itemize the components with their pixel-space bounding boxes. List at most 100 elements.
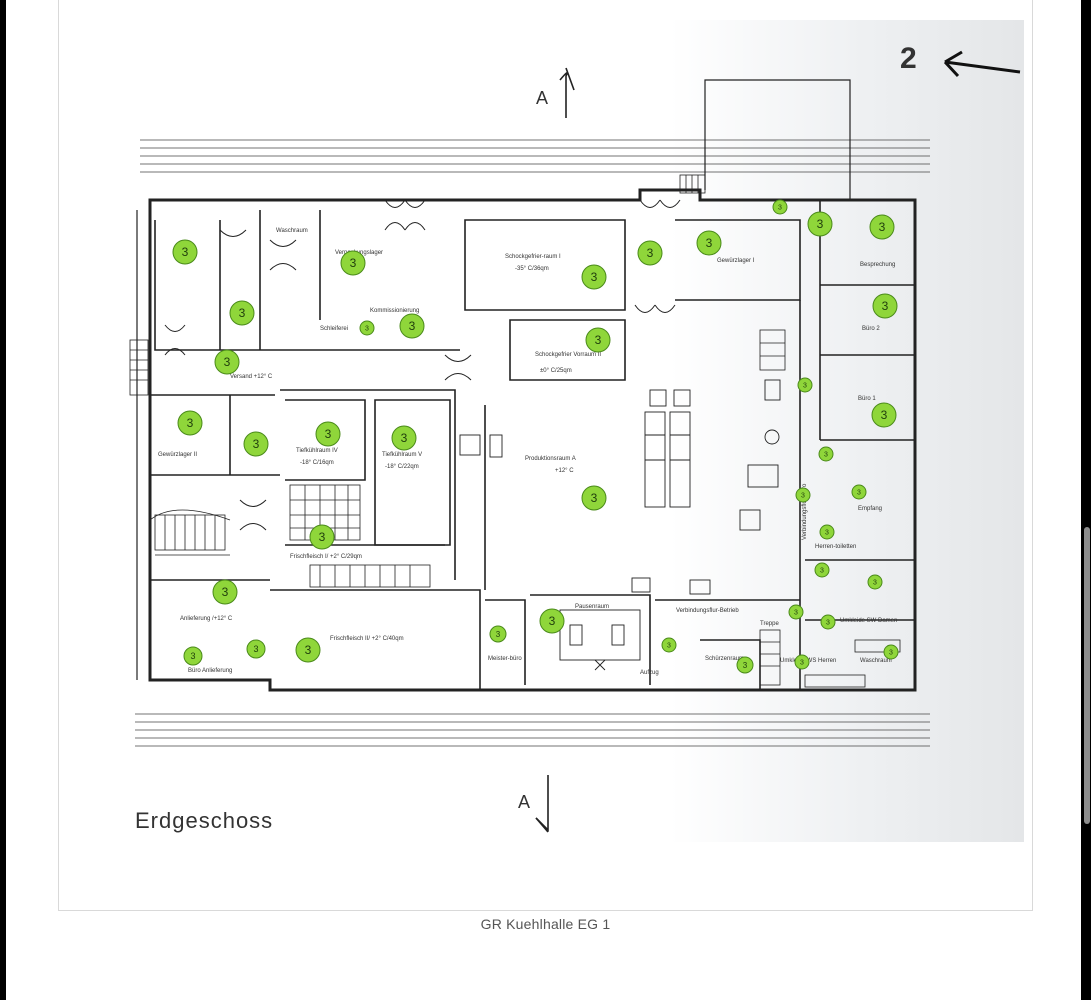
marker-12: 3 (295, 637, 321, 663)
room-label-produktionsraum-a-temp: +12° C (555, 468, 574, 474)
marker-circle (581, 485, 607, 511)
marker-label: 3 (667, 642, 671, 649)
marker-10: 3 (309, 524, 335, 550)
marker-36: 3 (820, 614, 836, 630)
marker-40: 3 (581, 485, 607, 511)
room-label-treppe: Treppe (760, 621, 779, 627)
marker-label: 3 (253, 644, 258, 654)
room-label-anlieferung: Anlieferung /+12° C (180, 616, 233, 622)
marker-label: 3 (817, 217, 824, 231)
marker-label: 3 (239, 306, 246, 320)
production-equipment (459, 379, 781, 671)
scrollbar-thumb[interactable] (1084, 527, 1090, 824)
room-label-gewurzlager-1: Gewürzlager I (717, 258, 755, 264)
room-label-tiefkuhlraum-4: Tiefkühlraum IV (296, 448, 338, 454)
marker-circle (243, 431, 269, 457)
room-label-schockgefrier-1: Schockgefrier-raum I (505, 254, 561, 260)
marker-circle (359, 320, 375, 336)
marker-circle (489, 625, 507, 643)
marker-circle (818, 446, 834, 462)
marker-circle (872, 293, 898, 319)
marker-25: 3 (872, 293, 898, 319)
corner-note: 2 (900, 42, 917, 75)
room-label-frischfleisch-2: Frischfleisch II/ +2° C/40qm (330, 636, 404, 642)
marker-circle (851, 484, 867, 500)
room-labels: Verpackungslager Schockgefrier-raum I -3… (158, 228, 897, 676)
room-label-schockgefrier-2: Schockgefrier Vorraum II (535, 352, 601, 358)
marker-24: 3 (869, 214, 895, 240)
marker-circle (399, 313, 425, 339)
double-doors (164, 199, 681, 531)
marker-19: 3 (581, 264, 607, 290)
marker-circle (295, 637, 321, 663)
marker-label: 3 (549, 614, 556, 628)
marker-label: 3 (881, 408, 888, 422)
room-label-empfang: Empfang (858, 506, 882, 512)
scan-shading (670, 20, 1024, 842)
marker-2: 3 (229, 300, 255, 326)
room-label-umkleide-sw: Umkleide SW Damen (840, 618, 897, 624)
room-label-tiefkuhlraum-5-temp: -18° C/22qm (385, 464, 419, 470)
dimension-lines-bottom (135, 713, 930, 747)
marker-circle (183, 646, 203, 666)
marker-33: 3 (814, 562, 830, 578)
room-label-pausenraum: Pausenraum (575, 604, 609, 610)
marker-21: 3 (637, 240, 663, 266)
marker-16: 3 (539, 608, 565, 634)
marker-label: 3 (826, 619, 830, 626)
room-label-aufzug: Aufzug (640, 670, 659, 676)
marker-8: 3 (315, 421, 341, 447)
marker-label: 3 (800, 659, 804, 666)
window-edge-right (1081, 0, 1091, 1000)
marker-34: 3 (867, 574, 883, 590)
marker-circle (867, 574, 883, 590)
marker-circle (794, 654, 810, 670)
marker-5: 3 (214, 349, 240, 375)
dimension-lines-top (140, 139, 930, 173)
room-label-verbindungsflur-buro: Verbindungsflur-Büro (802, 483, 808, 540)
room-label-schockgefrier-2-temp: ±0° C/25qm (540, 368, 572, 374)
marker-26: 3 (871, 402, 897, 428)
corner-arrow-mark: 2 (900, 42, 1021, 78)
marker-label: 3 (591, 270, 598, 284)
shelving (129, 329, 901, 688)
marker-circle (585, 327, 611, 353)
stairs (149, 174, 706, 556)
marker-label: 3 (222, 585, 229, 599)
marker-39: 3 (359, 320, 375, 336)
marker-circle (177, 410, 203, 436)
marker-circle (309, 524, 335, 550)
marker-label: 3 (187, 416, 194, 430)
room-label-waschraum: Waschraum (276, 228, 308, 234)
section-label-bottom: A (518, 792, 530, 812)
marker-label: 3 (224, 355, 231, 369)
marker-label: 3 (820, 567, 824, 574)
marker-label: 3 (409, 319, 416, 333)
room-label-tiefkuhlraum-5: Tiefkühlraum V (382, 452, 422, 458)
marker-label: 3 (889, 649, 893, 656)
room-label-waschraum-2: Waschraum (860, 658, 892, 664)
room-label-schleiferei: Schleiferei (320, 326, 348, 332)
marker-20: 3 (585, 327, 611, 353)
room-label-kommissionierung: Kommissionierung (370, 308, 419, 314)
room-label-buro-1: Büro 1 (858, 396, 876, 402)
marker-label: 3 (401, 431, 408, 445)
marker-circle (581, 264, 607, 290)
marker-11: 3 (212, 579, 238, 605)
marker-circle (814, 562, 830, 578)
marker-circle (391, 425, 417, 451)
marker-circle (212, 579, 238, 605)
marker-label: 3 (778, 204, 782, 211)
marker-label: 3 (305, 643, 312, 657)
marker-circle (229, 300, 255, 326)
outer-walls (136, 79, 917, 692)
marker-circle (736, 656, 754, 674)
marker-28: 3 (797, 377, 813, 393)
marker-circle (661, 637, 677, 653)
marker-label: 3 (182, 245, 189, 259)
marker-label: 3 (825, 529, 829, 536)
marker-7: 3 (243, 431, 269, 457)
marker-circle (539, 608, 565, 634)
